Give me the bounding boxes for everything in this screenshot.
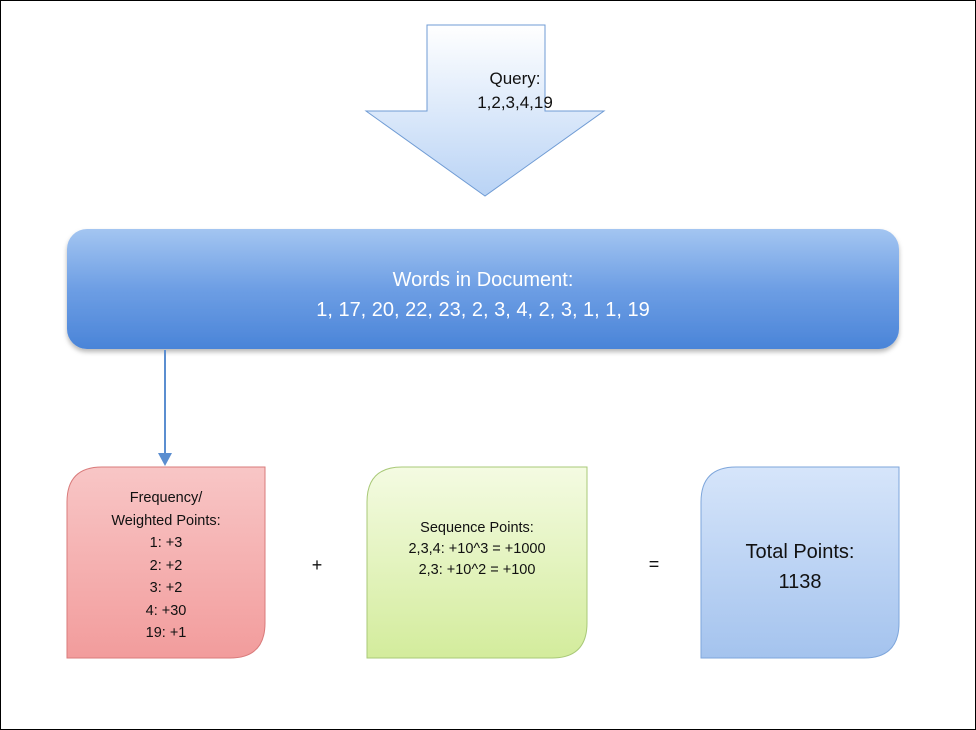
frequency-title-line1: Frequency/ xyxy=(129,490,203,506)
query-title: Query: xyxy=(489,69,541,88)
frequency-item: 1: +3 xyxy=(149,535,183,551)
document-banner-shape xyxy=(67,229,899,349)
frequency-item: 2: +2 xyxy=(149,557,183,574)
frequency-box-shape xyxy=(66,466,266,659)
document-words: 1, 17, 20, 22, 23, 2, 3, 4, 2, 3, 1, 1, … xyxy=(316,299,650,321)
sequence-box-shape xyxy=(366,466,588,659)
sequence-item: 2,3,4: +10^3 = +1000 xyxy=(408,541,546,557)
sequence-label: Sequence Points: 2,3,4: +10^3 = +1000 2,… xyxy=(367,518,587,581)
total-title: Total Points: xyxy=(745,541,855,563)
total-value: 1138 xyxy=(778,571,822,593)
plus-operator: + xyxy=(311,555,323,575)
frequency-item: 19: +1 xyxy=(145,625,187,641)
sequence-item: 2,3: +10^2 = +100 xyxy=(418,562,536,578)
query-arrow-shape xyxy=(364,24,606,197)
frequency-item: 3: +2 xyxy=(149,580,183,596)
equals-operator: = xyxy=(648,554,660,574)
query-label: Query: 1,2,3,4,19 xyxy=(427,67,603,115)
query-value: 1,2,3,4,19 xyxy=(477,93,553,112)
total-label: Total Points: 1138 xyxy=(701,537,899,597)
total-box-shape xyxy=(700,466,900,659)
connector-arrowhead xyxy=(158,453,172,466)
document-title: Words in Document: xyxy=(392,269,574,291)
document-label: Words in Document: 1, 17, 20, 22, 23, 2,… xyxy=(67,265,899,325)
frequency-item: 4: +30 xyxy=(145,602,187,619)
frequency-title-line2: Weighted Points: xyxy=(111,512,221,529)
frequency-label: Frequency/ Weighted Points: 1: +3 2: +2 … xyxy=(67,487,265,645)
sequence-title: Sequence Points: xyxy=(420,520,534,536)
